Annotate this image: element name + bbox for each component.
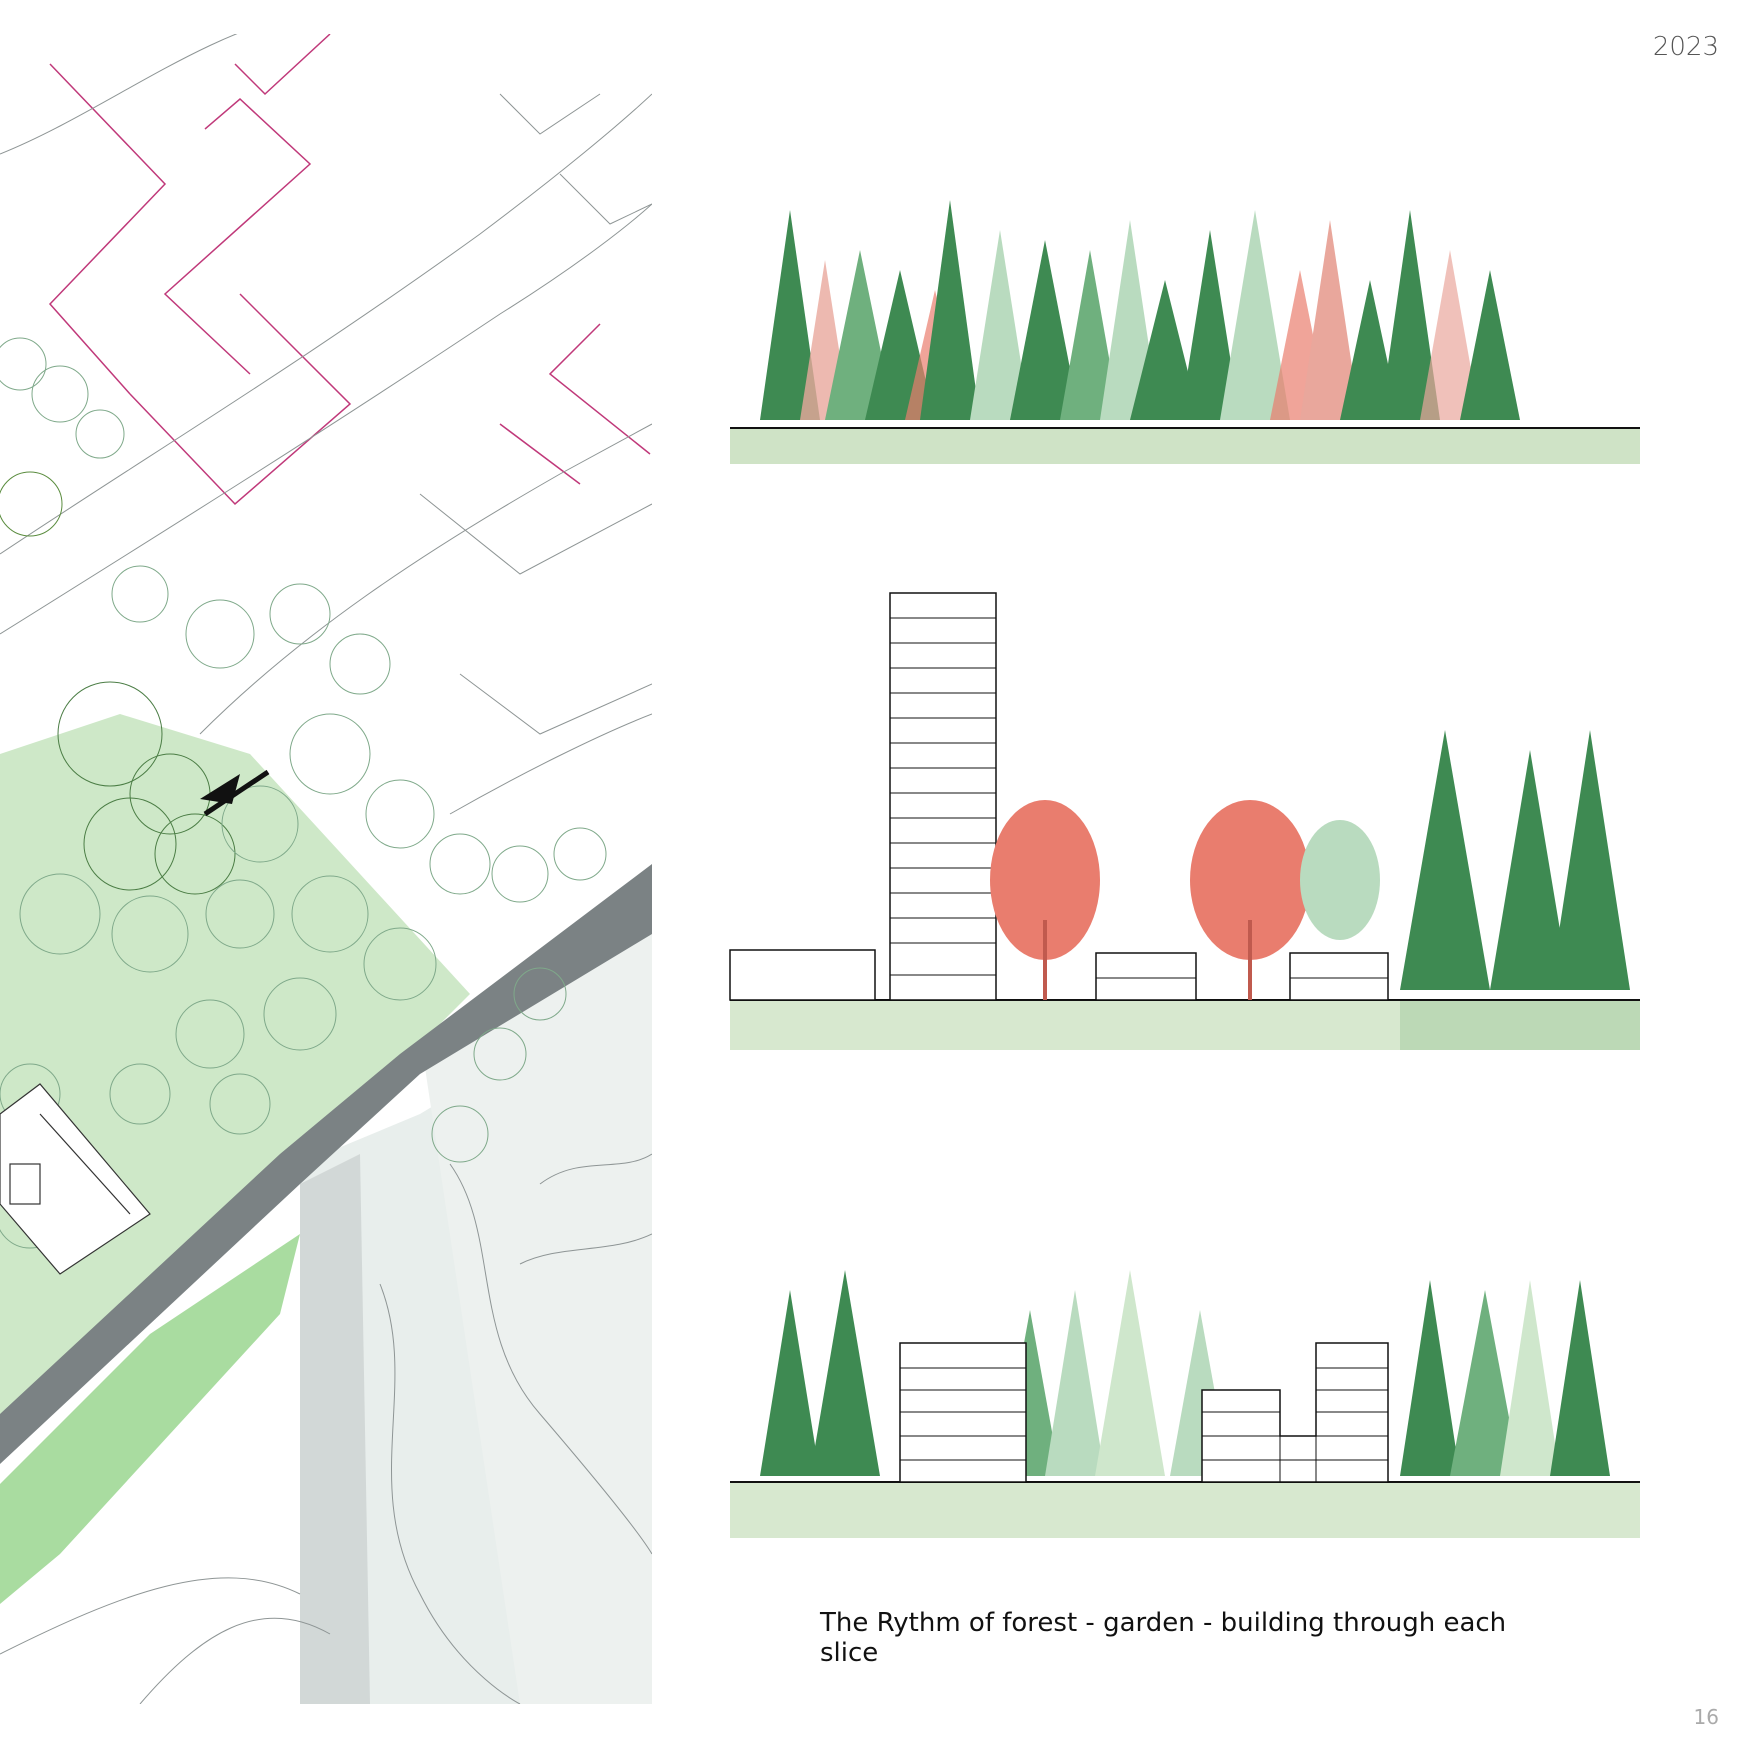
tower-building (889, 592, 997, 1001)
site-plan (0, 34, 652, 1704)
site-plan-drawing (0, 34, 652, 1704)
section-cut-arrow-icon (200, 769, 270, 817)
section-forest (700, 170, 1700, 480)
ground-strip (730, 428, 1640, 464)
tree-row (760, 1270, 1610, 1476)
tree-canopies (0, 337, 607, 1249)
low-building-middle (1095, 952, 1197, 1001)
contour-lines (0, 34, 652, 1704)
tree-row (760, 200, 1520, 420)
section-mid-rise-forest (700, 1250, 1700, 1550)
section-tower-garden-forest (700, 580, 1700, 1060)
low-building-right (1289, 952, 1389, 1001)
building-block-b (1201, 1342, 1389, 1483)
ground-strip (730, 1482, 1640, 1538)
low-building-left (729, 949, 876, 1001)
sections-caption: The Rythm of forest - garden - building … (820, 1608, 1507, 1668)
building-block-a (899, 1342, 1027, 1483)
page-number: 16 (1693, 1705, 1719, 1729)
building-footprint (0, 1083, 151, 1275)
ground-strip (730, 1000, 1400, 1050)
property-lines (48, 34, 651, 506)
tree-row (990, 730, 1630, 1000)
year-label: 2023 (1652, 32, 1719, 62)
